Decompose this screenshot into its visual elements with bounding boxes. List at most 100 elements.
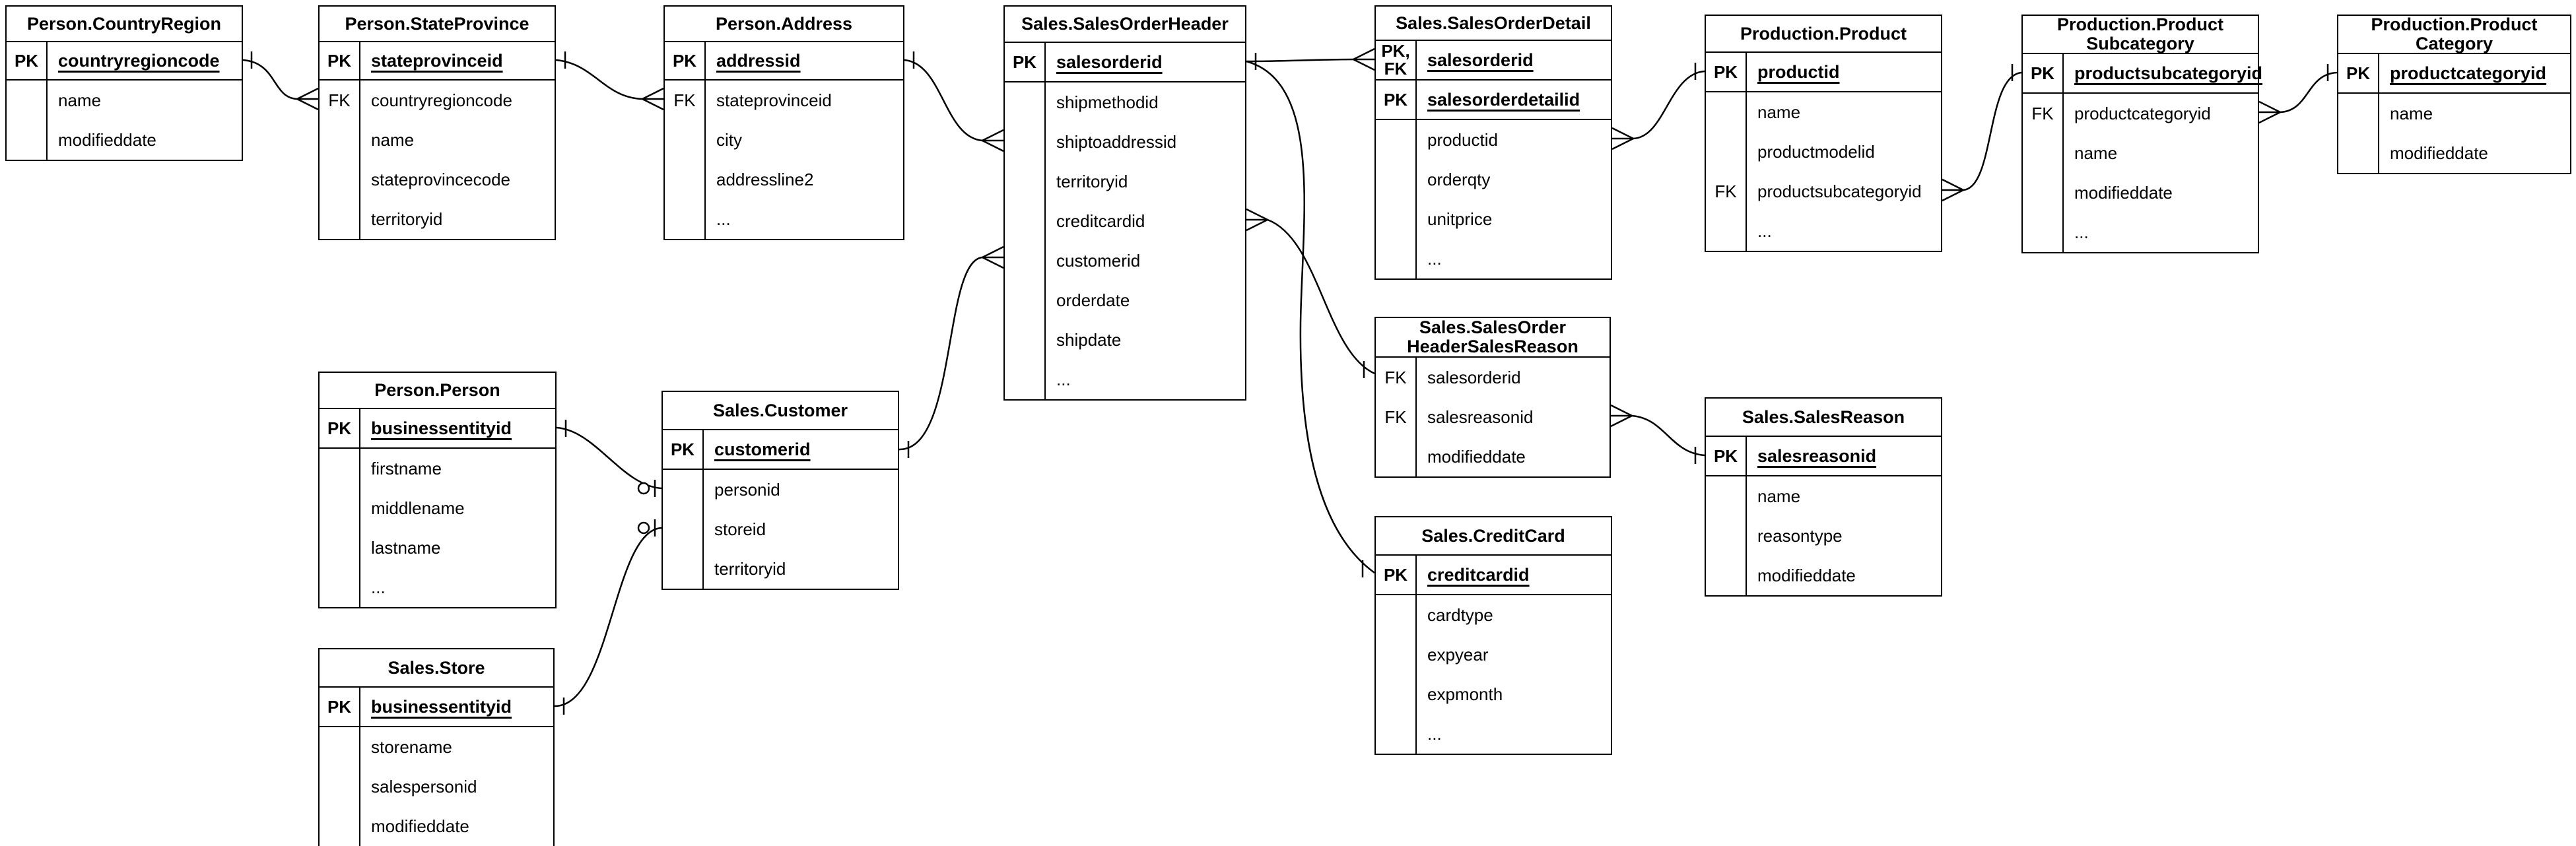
field-name: ... [371,577,386,597]
key-label [1376,199,1417,239]
field-name: ... [2074,222,2089,242]
key-label: FK [1376,397,1417,437]
table-row: expmonth [1376,674,1611,714]
field-name: orderdate [1056,290,1130,310]
key-label: FK [1376,358,1417,397]
table-title: Person.Person [320,373,555,409]
many-marker [1610,404,1633,417]
table-title: Person.Address [665,7,903,42]
field-name: modifieddate [1757,565,1856,585]
table-row: territoryid [1005,162,1245,201]
table-title: Person.StateProvince [320,7,555,42]
table-row: reasontype [1706,516,1941,556]
field-name: stateprovincecode [371,169,511,189]
key-label [1005,201,1046,241]
key-label [320,568,360,607]
key-label: PK [320,42,360,79]
field-name-pk: addressid [716,50,801,71]
many-marker [982,245,1004,259]
table-row: territoryid [320,199,555,239]
many-marker [1246,218,1268,232]
many-marker [2258,100,2281,114]
key-label: PK [2338,54,2379,92]
field-name: name [1757,102,1801,122]
relationship-line-store-customer [554,527,662,707]
key-label: PK [320,409,360,447]
table-row: ... [1706,211,1941,251]
key-label: PK, FK [1376,41,1417,79]
many-marker [642,98,664,111]
key-label [1706,476,1747,516]
key-label: PK [1706,437,1747,475]
field-name: ... [1056,369,1071,389]
key-label [2023,133,2064,173]
key-label [320,806,360,846]
table-row: ... [1005,360,1245,399]
key-label [320,449,360,488]
key-label [7,81,48,120]
field-name: name [2074,143,2118,163]
table-row: ... [1376,239,1611,278]
key-label [665,120,706,160]
table-row: name [7,81,242,120]
field-name-pk: salesorderdetailid [1427,89,1580,110]
table-title: Person.CountryRegion [7,7,242,42]
table-row: name [2023,133,2258,173]
key-label [320,199,360,239]
field-name: ... [716,209,731,229]
field-name: modifieddate [371,816,469,836]
relationship-line-salesorderheader-headersalesreason [1267,218,1375,375]
key-label [1005,162,1046,201]
zero-or-one-marker [637,521,650,535]
field-name: unitprice [1427,209,1493,229]
table-row: modifieddate [2023,173,2258,212]
field-name: ... [1427,723,1442,744]
key-label [2338,94,2379,133]
field-name-pk: customerid [714,439,811,459]
many-marker [1942,178,1964,191]
field-name: name [1757,486,1801,506]
relationship-line-stateprovince-address [555,59,643,100]
field-name-pk: salesorderid [1427,49,1534,70]
field-name: territoryid [371,209,443,229]
field-name: addressline2 [716,169,814,189]
field-name: expmonth [1427,684,1503,704]
table-row: modifieddate [320,806,553,846]
field-name: shiptoaddressid [1056,131,1177,152]
field-name: name [58,90,102,110]
table-row: customerid [1005,241,1245,280]
table-row: shipdate [1005,320,1245,360]
key-label [1376,714,1417,754]
field-name: customerid [1056,250,1141,271]
many-marker [1353,58,1375,71]
key-label [1005,360,1046,399]
key-label [1005,320,1046,360]
field-name: storeid [714,519,766,539]
field-name: name [2390,103,2433,123]
table-title: Sales.Store [320,649,553,688]
table-title: Production.Product Category [2338,15,2570,54]
key-label: FK [2023,94,2064,133]
table-row: shipmethodid [1005,82,1245,122]
table-title: Sales.CreditCard [1376,517,1611,556]
key-label [1376,635,1417,674]
table-row: modifieddate [7,120,242,160]
key-label [1005,82,1046,122]
key-label: FK [320,81,360,120]
field-name: cardtype [1427,604,1493,625]
table-row: stateprovincecode [320,160,555,199]
relationship-line-salesorderheader-creditcard [1246,60,1375,574]
table-row: expyear [1376,635,1611,674]
